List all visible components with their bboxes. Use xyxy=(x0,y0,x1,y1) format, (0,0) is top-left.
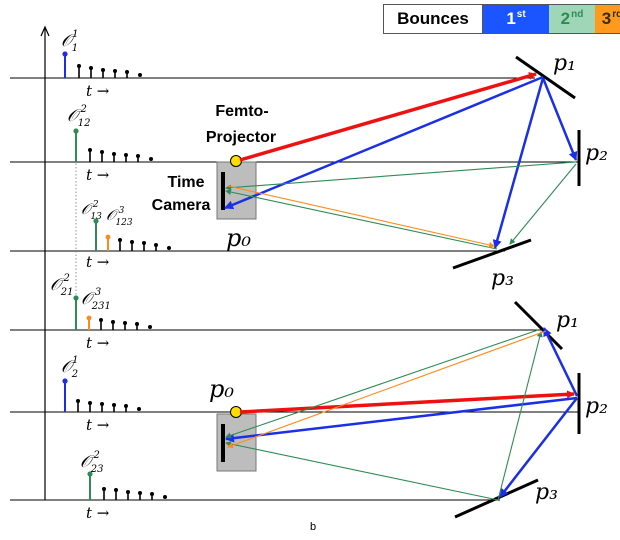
timeline-6-samples xyxy=(87,471,167,500)
timeline-1-samples xyxy=(62,51,142,78)
top-projector-dot xyxy=(230,155,242,167)
bottom-ray-p3-camera xyxy=(225,441,499,501)
bottom-label-p0: p₀ xyxy=(209,375,234,403)
bottom-mirror-p3 xyxy=(454,478,539,519)
t-axis-label-4: t → xyxy=(86,334,110,352)
obs-label-5: 𝒪21 xyxy=(61,355,78,380)
obs-label-4a: 𝒪212 xyxy=(50,273,73,298)
top-mirror-p1 xyxy=(515,55,576,100)
bottom-projector-dot xyxy=(230,406,242,418)
top-ray-p2-p3 xyxy=(509,163,577,245)
top-label-p0: p₀ xyxy=(226,224,251,252)
legend-third-suffix: rd xyxy=(612,8,620,20)
obs-label-1: 𝒪11 xyxy=(61,29,78,54)
obs-label-3a: 𝒪132 xyxy=(81,200,102,222)
legend-title: Bounces xyxy=(384,5,483,33)
top-ray-direct xyxy=(239,72,537,162)
bottom-label-p1: p₁ xyxy=(556,308,579,333)
camera-label-line1: Time xyxy=(167,174,204,191)
timeline-2-samples xyxy=(73,128,153,162)
top-ray-p1-camera xyxy=(224,75,544,210)
obs-label-4b: 𝒪2313 xyxy=(81,287,111,312)
bottom-ray-direct xyxy=(239,390,575,414)
obs-label-2: 𝒪122 xyxy=(67,104,90,129)
bottom-ray-p1-camera xyxy=(225,329,539,439)
obs-label-6: 𝒪232 xyxy=(80,450,103,475)
legend-first-suffix: st xyxy=(516,8,526,20)
bottom-ray-p3-p1 xyxy=(497,331,543,501)
timeline-3-samples xyxy=(93,218,171,251)
top-ray-p1-p3 xyxy=(492,77,545,249)
bottom-ray-p2-camera xyxy=(225,396,578,443)
top-label-p3: p₃ xyxy=(491,266,514,291)
t-axis-label-6: t → xyxy=(86,504,110,522)
camera-label-line2: Camera xyxy=(152,197,211,214)
top-ray-p1-p2 xyxy=(541,77,578,161)
legend-second-num: 2 xyxy=(560,9,571,28)
top-ray-p2-camera xyxy=(225,161,577,191)
obs-label-3b: 𝒪1233 xyxy=(106,206,133,228)
bottom-ray-p1-camera-third xyxy=(227,330,547,449)
t-axis-label-5: t → xyxy=(86,416,110,434)
bottom-label-p2: p₂ xyxy=(585,394,608,419)
footer-label: b xyxy=(310,521,316,533)
bottom-label-p3: p₃ xyxy=(535,480,558,505)
top-label-p1: p₁ xyxy=(553,51,576,76)
vertical-axis-arrow-icon xyxy=(40,25,50,37)
timeline-5-samples xyxy=(62,378,141,412)
bottom-mirror-p1 xyxy=(513,300,564,351)
top-label-p2: p₂ xyxy=(585,141,608,166)
projector-label-line1: Femto- xyxy=(215,103,268,120)
t-axis-label-2: t → xyxy=(86,166,110,184)
projector-label-line2: Projector xyxy=(206,129,276,146)
t-axis-label-1: t → xyxy=(86,82,110,100)
legend-third-num: 3 xyxy=(601,9,612,28)
top-ray-p3-camera xyxy=(225,189,498,250)
timeline-4-samples xyxy=(73,295,152,330)
t-axis-label-3: t → xyxy=(86,253,110,271)
legend-second-suffix: nd xyxy=(571,8,584,20)
top-ray-camera-p3 xyxy=(227,185,495,248)
top-mirror-p3 xyxy=(452,238,532,270)
bottom-ray-p2-p1 xyxy=(542,327,579,397)
legend-first-num: 1 xyxy=(506,9,516,28)
bottom-ray-p2-p3 xyxy=(499,397,578,498)
